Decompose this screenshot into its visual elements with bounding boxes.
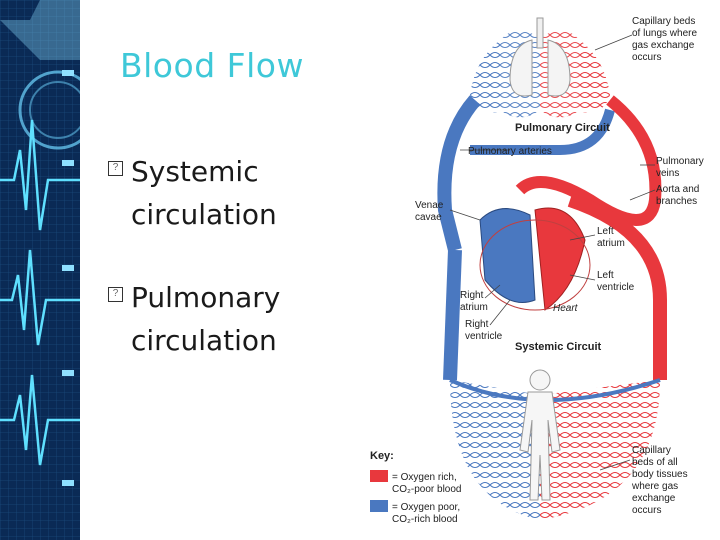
diagram-key: Key: = Oxygen rich, CO₂-poor blood = Oxy… xyxy=(370,450,461,525)
label-pulmonary-circuit: Pulmonary Circuit xyxy=(515,122,610,134)
key-oxygen-poor: CO₂-rich blood xyxy=(392,514,458,525)
label-capillary-body: beds of all xyxy=(632,457,678,468)
label-aorta: Aorta and xyxy=(656,184,699,195)
bullet-box-icon: ? xyxy=(108,161,123,176)
bullet-list: ? Systemic circulation ? Pulmonary circu… xyxy=(108,150,358,402)
label-heart: Heart xyxy=(553,303,579,314)
label-capillary-body: occurs xyxy=(632,505,661,516)
key-title: Key: xyxy=(370,450,394,462)
body-capillary-bed xyxy=(449,369,661,520)
label-capillary-body: where gas xyxy=(631,481,678,492)
bullet-systemic: ? Systemic circulation xyxy=(108,150,358,236)
decorative-ecg-strip xyxy=(0,0,80,540)
key-swatch-oxygen-rich xyxy=(370,470,388,482)
inferior-vena-cava-vessel xyxy=(443,249,462,381)
key-swatch-oxygen-poor xyxy=(370,500,388,512)
heart-graphic xyxy=(479,207,591,311)
label-capillary-body: Capillary xyxy=(632,445,671,456)
label-left-atrium: Left xyxy=(597,226,614,237)
vena-cava-vessel xyxy=(437,95,481,252)
label-left-atrium: atrium xyxy=(597,238,625,249)
label-left-ventricle: Left xyxy=(597,270,614,281)
key-oxygen-poor: = Oxygen poor, xyxy=(392,502,460,513)
label-right-atrium: Right xyxy=(460,290,484,301)
label-systemic-circuit: Systemic Circuit xyxy=(515,341,602,353)
bullet-line: Pulmonary xyxy=(131,281,281,314)
bullet-box-icon: ? xyxy=(108,287,123,302)
pointer-lines xyxy=(449,34,656,471)
label-pulmonary-arteries: Pulmonary arteries xyxy=(468,146,552,157)
label-right-ventricle: ventricle xyxy=(465,331,503,342)
bullet-line: circulation xyxy=(131,198,277,231)
key-oxygen-rich: = Oxygen rich, xyxy=(392,472,457,483)
ecg-pattern-graphic xyxy=(0,0,80,540)
bullet-text: Pulmonary circulation xyxy=(131,276,331,362)
label-capillary-body: exchange xyxy=(632,493,676,504)
pulmonary-artery-vessel xyxy=(470,108,615,155)
label-pulmonary-veins: Pulmonary xyxy=(656,156,704,167)
label-right-atrium: atrium xyxy=(460,302,488,313)
label-venae-cavae: cavae xyxy=(415,212,442,223)
label-pulmonary-veins: veins xyxy=(656,168,679,179)
label-capillary-body: body tissues xyxy=(632,469,688,480)
bullet-line: circulation xyxy=(131,324,277,357)
label-capillary-lungs: gas exchange xyxy=(632,40,695,51)
circulation-diagram: Capillary beds of lungs where gas exchan… xyxy=(370,16,704,525)
label-venae-cavae: Venae xyxy=(415,200,444,211)
label-capillary-lungs: occurs xyxy=(632,52,661,63)
label-capillary-lungs: of lungs where xyxy=(632,28,697,39)
bullet-pulmonary: ? Pulmonary circulation xyxy=(108,276,358,362)
key-oxygen-rich: CO₂-poor blood xyxy=(392,484,461,495)
bullet-line: Systemic xyxy=(131,155,259,188)
pulmonary-vein-vessel xyxy=(515,95,662,226)
bullet-text: Systemic circulation xyxy=(131,150,331,236)
label-right-ventricle: Right xyxy=(465,319,489,330)
label-left-ventricle: ventricle xyxy=(597,282,635,293)
label-capillary-lungs: Capillary beds xyxy=(632,16,695,27)
label-aorta: branches xyxy=(656,196,697,207)
lung-capillary-bed xyxy=(470,17,610,118)
aorta-vessel xyxy=(567,193,667,380)
slide-title: Blood Flow xyxy=(120,46,304,85)
